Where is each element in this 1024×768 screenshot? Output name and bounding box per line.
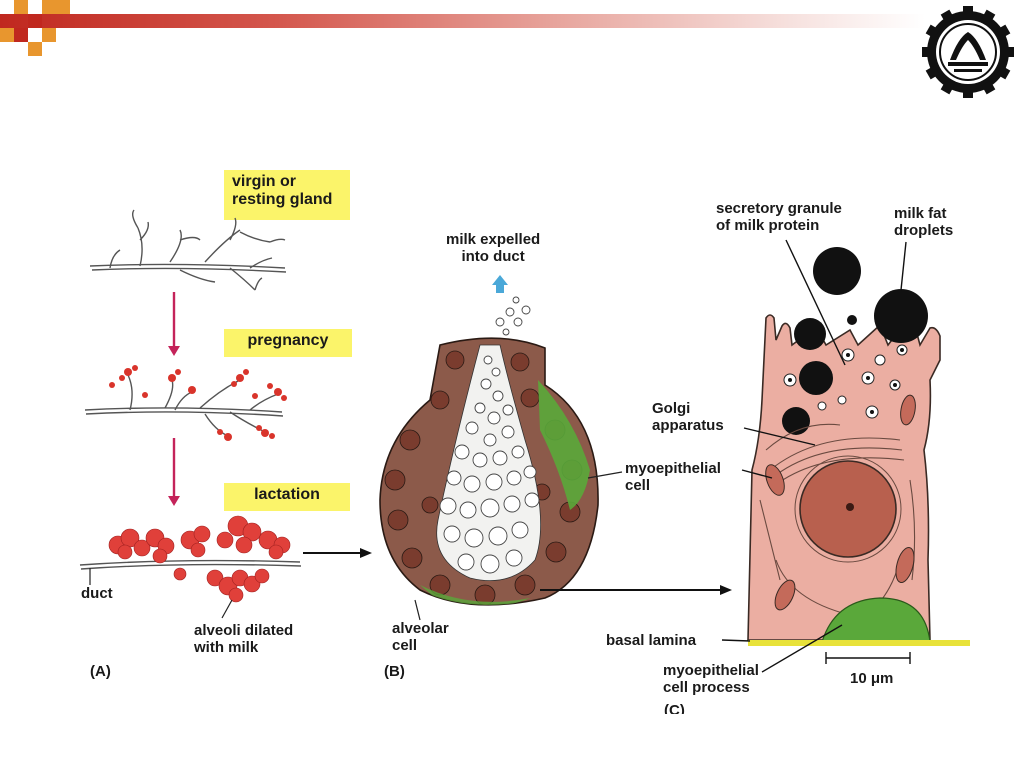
header-gradient-bar bbox=[0, 14, 925, 28]
gear-seal-icon bbox=[922, 6, 1014, 98]
virgin-gland-drawing bbox=[89, 209, 287, 291]
decor-square-2 bbox=[28, 14, 42, 28]
decor-square-1 bbox=[14, 0, 28, 14]
alveoli-label: alveoli dilated with milk bbox=[194, 622, 294, 656]
decor-square-3 bbox=[42, 0, 56, 14]
duct-label: duct bbox=[81, 585, 113, 602]
stage-label-lactation: lactation bbox=[224, 483, 350, 511]
pregnancy-gland-drawing bbox=[84, 365, 287, 441]
lactation-gland-drawing bbox=[79, 515, 302, 619]
secretory-granule-label: secretory granule of milk protein bbox=[716, 200, 842, 234]
decor-square-7 bbox=[42, 28, 56, 42]
milk-fat-label: milk fat droplets bbox=[894, 205, 954, 239]
myo-process-label: myoepithelial cell process bbox=[663, 662, 759, 696]
decor-square-5 bbox=[0, 28, 14, 42]
decor-square-8 bbox=[28, 42, 42, 56]
myoepithelial-label: myoepithelial cell bbox=[625, 460, 721, 494]
alveolar-cell-label: alveolar cell bbox=[392, 620, 449, 654]
stage-label-virgin: virgin or resting gland bbox=[224, 170, 350, 220]
panel-b-label: (B) bbox=[384, 663, 405, 680]
scale-bar-label: 10 μm bbox=[850, 670, 894, 687]
stage-label-pregnancy: pregnancy bbox=[224, 329, 352, 357]
decor-square-4 bbox=[56, 0, 70, 14]
basal-lamina-label: basal lamina bbox=[606, 632, 697, 649]
milk-expelled-label: milk expelled into duct bbox=[446, 231, 541, 265]
golgi-label: Golgi apparatus bbox=[652, 400, 724, 434]
panel-c-label: (C) bbox=[664, 702, 685, 714]
panel-a-label: (A) bbox=[90, 663, 111, 680]
decor-square-6 bbox=[14, 28, 28, 42]
